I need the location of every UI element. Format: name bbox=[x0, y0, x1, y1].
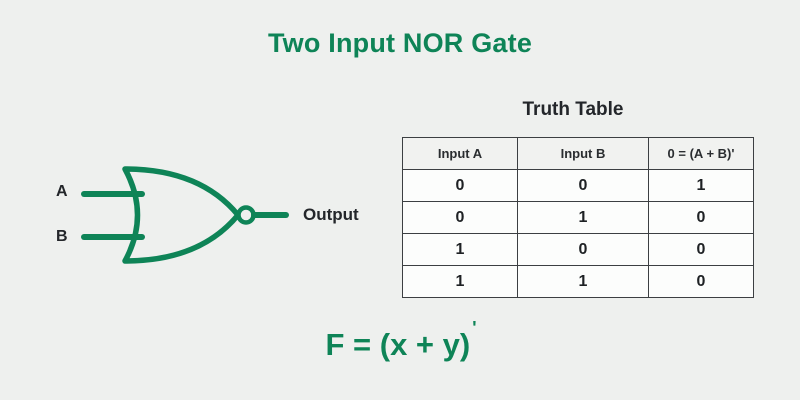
cell-a: 1 bbox=[402, 233, 518, 266]
input-a-label: A bbox=[56, 183, 68, 200]
input-b-label: B bbox=[56, 228, 68, 245]
table-row: 0 1 0 bbox=[402, 201, 754, 234]
cell-out: 0 bbox=[648, 233, 754, 266]
cell-out: 0 bbox=[648, 265, 754, 298]
header-input-b: Input B bbox=[517, 137, 649, 170]
table-row: 1 0 0 bbox=[402, 233, 754, 266]
cell-b: 1 bbox=[517, 265, 649, 298]
nor-gate-icon bbox=[81, 166, 289, 264]
cell-b: 0 bbox=[517, 169, 649, 202]
cell-b: 1 bbox=[517, 201, 649, 234]
cell-out: 0 bbox=[648, 201, 754, 234]
table-row: 1 1 0 bbox=[402, 265, 754, 298]
truth-table: Input A Input B 0 = (A + B)' 0 0 1 0 1 0… bbox=[402, 137, 754, 298]
cell-a: 0 bbox=[402, 169, 518, 202]
truth-table-header-row: Input A Input B 0 = (A + B)' bbox=[402, 137, 754, 170]
page-title: Two Input NOR Gate bbox=[267, 28, 533, 58]
boolean-expression: F = (x + y)' bbox=[0, 318, 800, 363]
cell-out: 1 bbox=[648, 169, 754, 202]
truth-table-title: Truth Table bbox=[522, 99, 624, 120]
expression-prime: ' bbox=[472, 317, 477, 338]
nor-gate-symbol bbox=[80, 160, 290, 272]
cell-b: 0 bbox=[517, 233, 649, 266]
expression-base: F = (x + y) bbox=[325, 327, 471, 362]
cell-a: 0 bbox=[402, 201, 518, 234]
header-input-a: Input A bbox=[402, 137, 518, 170]
output-label: Output bbox=[303, 205, 359, 224]
table-row: 0 0 1 bbox=[402, 169, 754, 202]
cell-a: 1 bbox=[402, 265, 518, 298]
header-output: 0 = (A + B)' bbox=[648, 137, 754, 170]
